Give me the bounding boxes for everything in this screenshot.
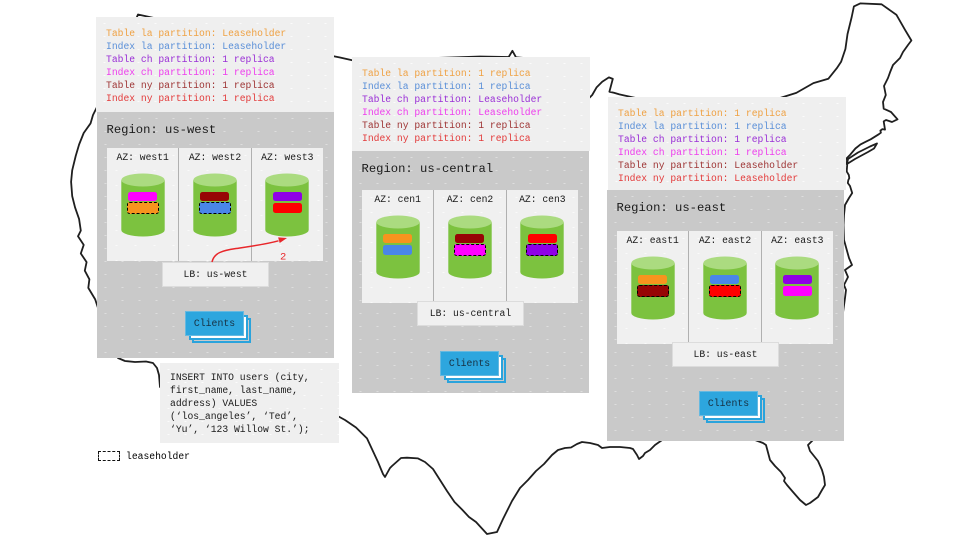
svg-text:2: 2 — [280, 252, 286, 264]
